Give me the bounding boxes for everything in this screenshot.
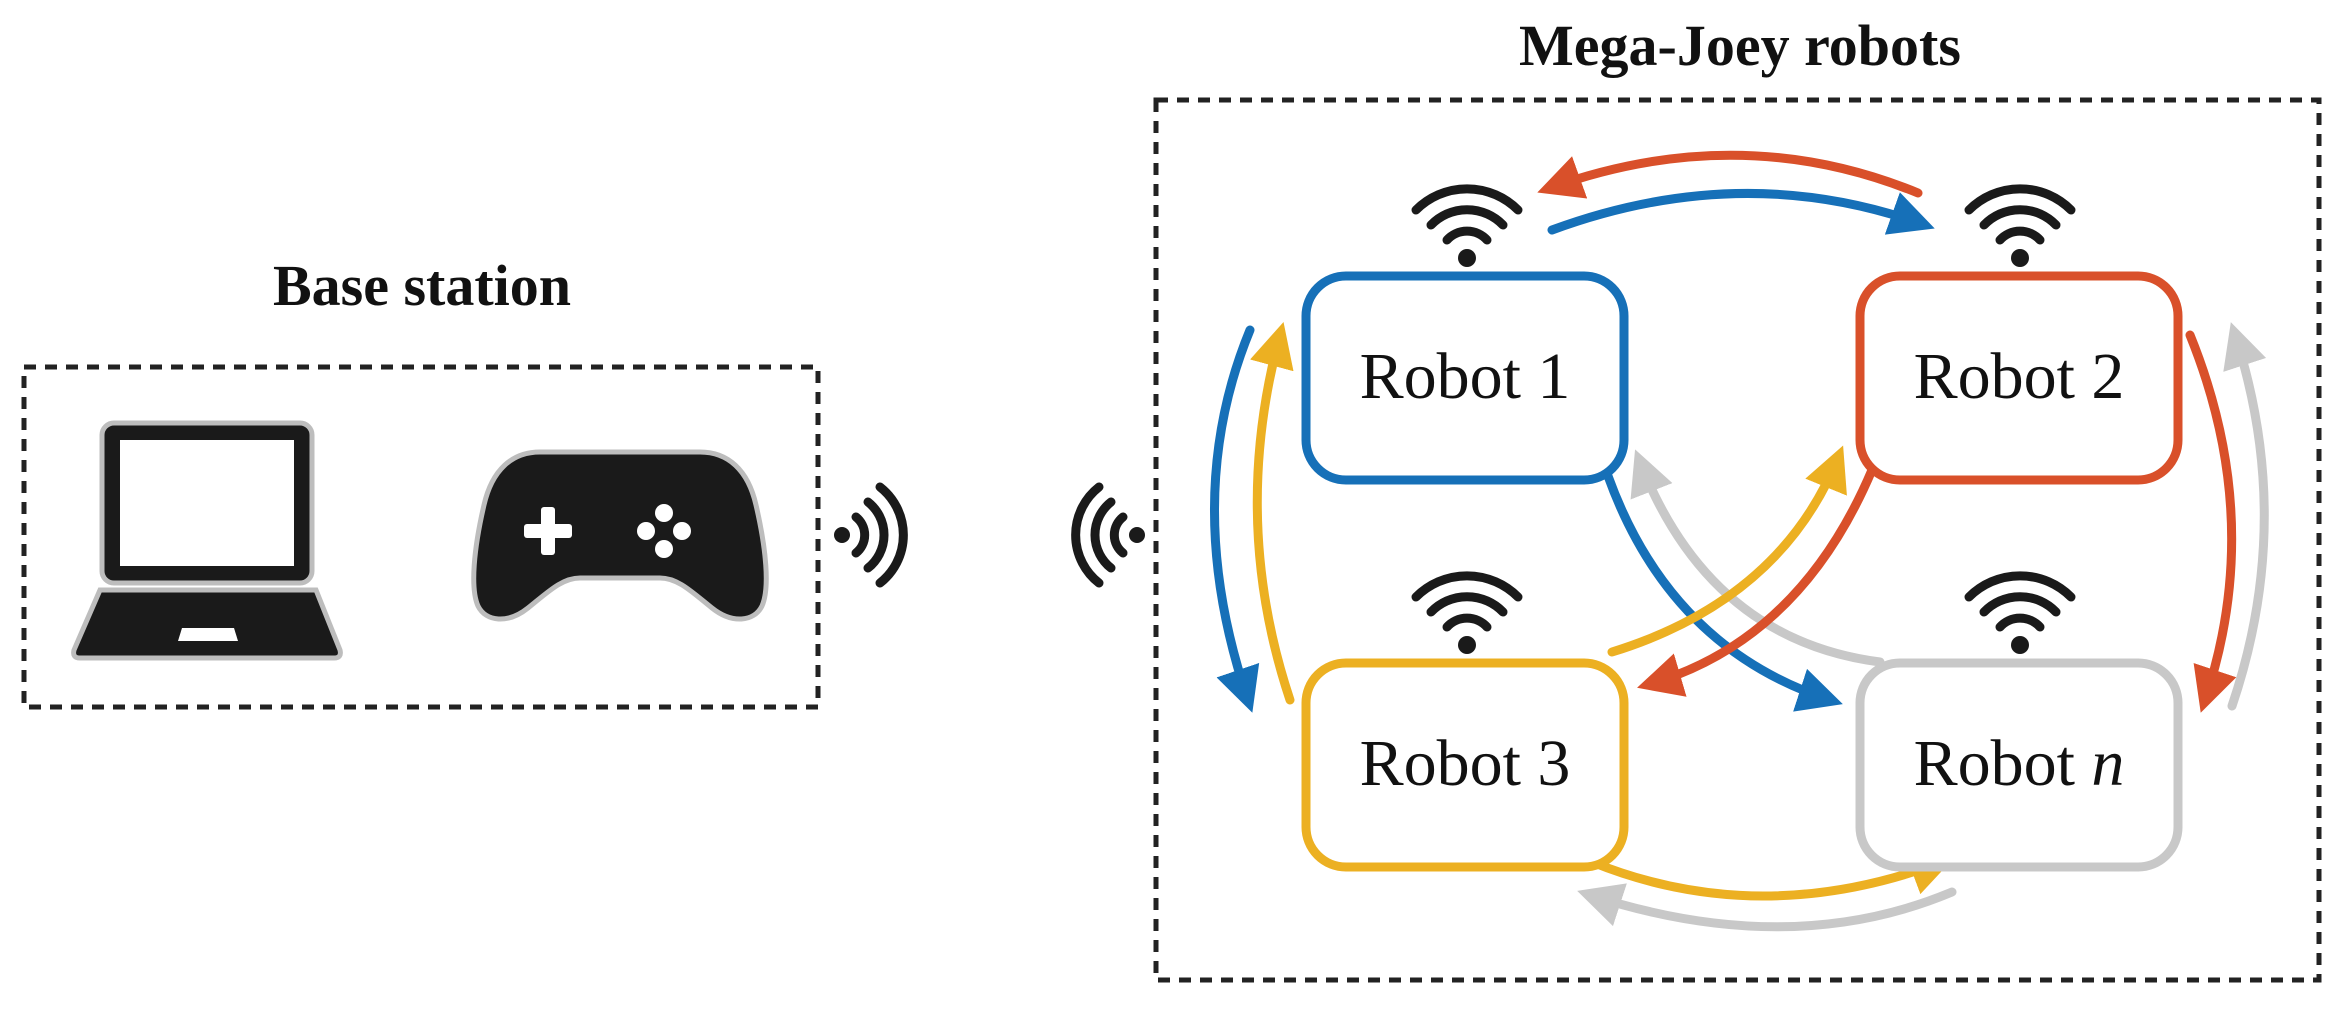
robot-label-2: Robot 2 [1914, 340, 2125, 413]
arrow-robot1-to-robot3 [1210, 325, 1260, 713]
arrow-robotn-to-robot2 [2223, 322, 2269, 711]
wifi-icon [1411, 571, 1523, 654]
robot-label-1: Robot 1 [1360, 340, 1571, 413]
robot-box-2: Robot 2 [1855, 271, 2183, 485]
robot-box-3: Robot 3 [1301, 658, 1629, 872]
arrow-robotn-to-robot1 [1630, 449, 1885, 667]
wifi-icon [1411, 184, 1523, 267]
wireless-signal-icon [1071, 482, 1145, 588]
robots-group-frame [1153, 97, 2322, 983]
wifi-icon [1964, 184, 2076, 267]
arrow-robot3-to-robotn [1587, 851, 1955, 901]
arrow-robot2-to-robotn [2185, 330, 2237, 713]
wireless-signal-icon [834, 482, 908, 588]
arrow-robot1-to-robot2 [1547, 189, 1935, 235]
base-station-title: Base station [273, 253, 571, 318]
arrow-robotn-to-robot3 [1577, 883, 1957, 932]
robot-label-3: Robot 3 [1360, 727, 1571, 800]
communication-arrows [1210, 150, 2269, 932]
arrow-robot3-to-robot2 [1607, 445, 1847, 657]
robot-box-n: Robot n [1855, 658, 2183, 872]
robot-box-1: Robot 1 [1301, 271, 1629, 485]
arrow-robot3-to-robot1 [1250, 321, 1295, 705]
arrow-robot2-to-robot3 [1637, 465, 1877, 697]
robots-group: Mega-Joey robots [1153, 13, 2322, 983]
robot-label-n: Robot n [1914, 727, 2125, 800]
laptop-icon [71, 420, 343, 661]
arrow-robot2-to-robot1 [1537, 150, 1923, 199]
wifi-icon [1964, 571, 2076, 654]
robots-group-title: Mega-Joey robots [1519, 13, 1961, 78]
gamepad-icon [471, 449, 769, 622]
base-station: Base station [21, 253, 821, 710]
